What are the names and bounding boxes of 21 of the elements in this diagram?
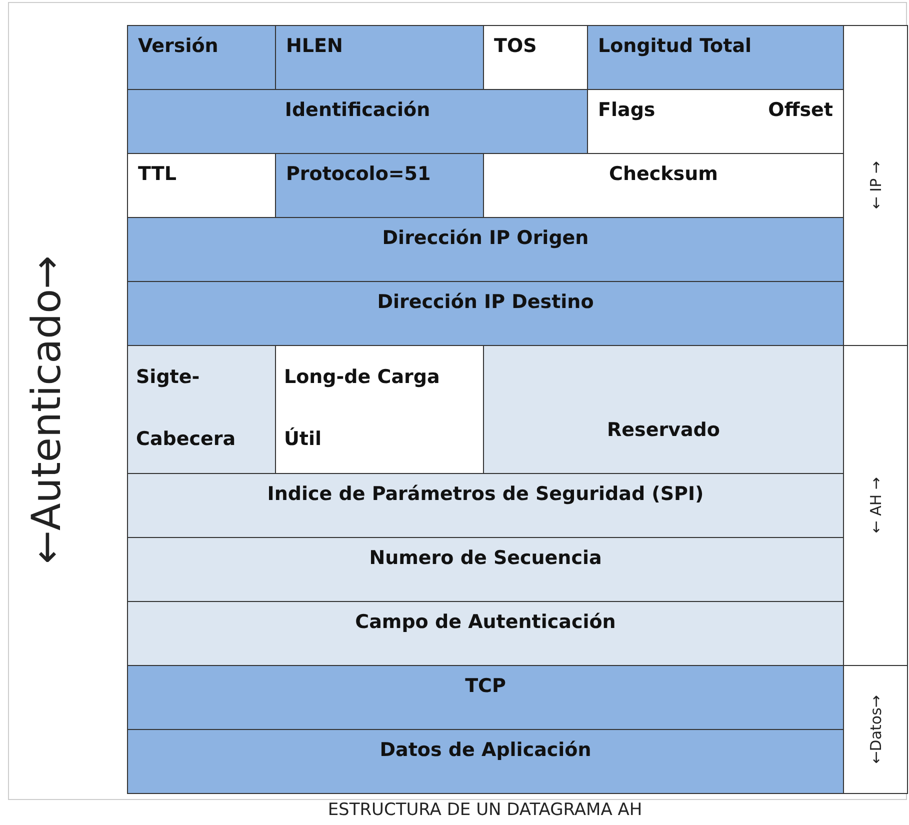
packet-field: Numero de Secuencia bbox=[127, 537, 844, 602]
authenticated-label: ←Autenticado→ bbox=[23, 254, 71, 566]
packet-field: Protocolo=51 bbox=[275, 153, 484, 218]
packet-field: Longitud Total bbox=[587, 25, 844, 90]
packet-field: Campo de Autenticación bbox=[127, 601, 844, 666]
packet-field: Dirección IP Destino bbox=[127, 281, 844, 346]
section-label: ← AH → bbox=[866, 477, 884, 534]
packet-field: Identificación bbox=[127, 89, 588, 154]
packet-field: Versión bbox=[127, 25, 276, 90]
section-label: ← IP → bbox=[866, 161, 884, 210]
packet-field: Reservado bbox=[483, 345, 844, 474]
field-label: Offset bbox=[768, 98, 833, 123]
packet-field: Indice de Parámetros de Seguridad (SPI) bbox=[127, 473, 844, 538]
packet-field: TCP bbox=[127, 665, 844, 730]
packet-field: Dirección IP Origen bbox=[127, 217, 844, 282]
caption: ESTRUCTURA DE UN DATAGRAMA AH bbox=[326, 800, 644, 820]
packet-field: Sigte- Cabecera bbox=[127, 345, 276, 474]
packet-field: Datos de Aplicación bbox=[127, 729, 844, 794]
field-label: Flags bbox=[598, 98, 656, 123]
section-label: ←Datos→ bbox=[866, 695, 884, 764]
packet-field: HLEN bbox=[275, 25, 484, 90]
